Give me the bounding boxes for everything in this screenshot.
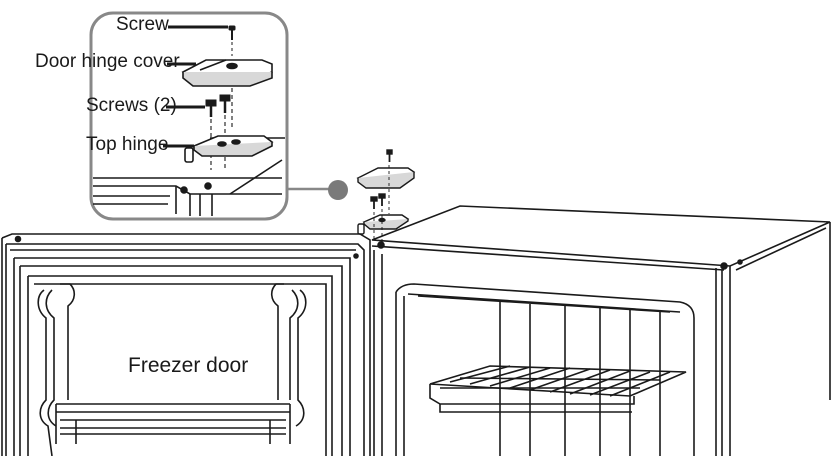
- callout-frame: [89, 11, 289, 221]
- callout-screws-pair-icon: [205, 88, 233, 170]
- callout-door-hinge-cover-icon: [181, 59, 273, 87]
- callout-cabinet-corner: [93, 137, 285, 216]
- callout-top-hinge-icon: [184, 135, 274, 163]
- callout-screw-icon: [228, 25, 236, 56]
- callout-magnified-view: Screw Door hinge cover Screws (2) Top hi…: [35, 11, 348, 221]
- callout-leader-lines: [163, 25, 228, 148]
- label-screws-2: Screws (2): [86, 95, 177, 116]
- callout-dot: [328, 180, 348, 200]
- exploded-hinge-parts: [356, 149, 416, 242]
- label-door-hinge-cover: Door hinge cover: [35, 51, 180, 72]
- freezer-door: Freezer door: [1, 233, 371, 456]
- label-screw: Screw: [116, 14, 169, 35]
- label-freezer-door: Freezer door: [128, 354, 248, 377]
- refrigerator-cabinet: [371, 205, 831, 456]
- label-top-hinge: Top hinge: [86, 134, 168, 155]
